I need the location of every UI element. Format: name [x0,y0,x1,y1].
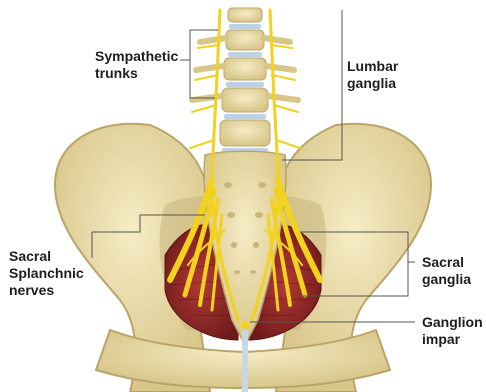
label-ganglion-impar: Ganglion impar [422,314,483,348]
label-sacral-ganglia: Sacral ganglia [422,254,471,288]
label-sympathetic-trunks: Sympathetic trunks [95,48,178,82]
label-sacral-splanchnic-nerves: Sacral Splanchnic nerves [9,248,84,299]
label-lumbar-ganglia: Lumbar ganglia [347,58,398,92]
